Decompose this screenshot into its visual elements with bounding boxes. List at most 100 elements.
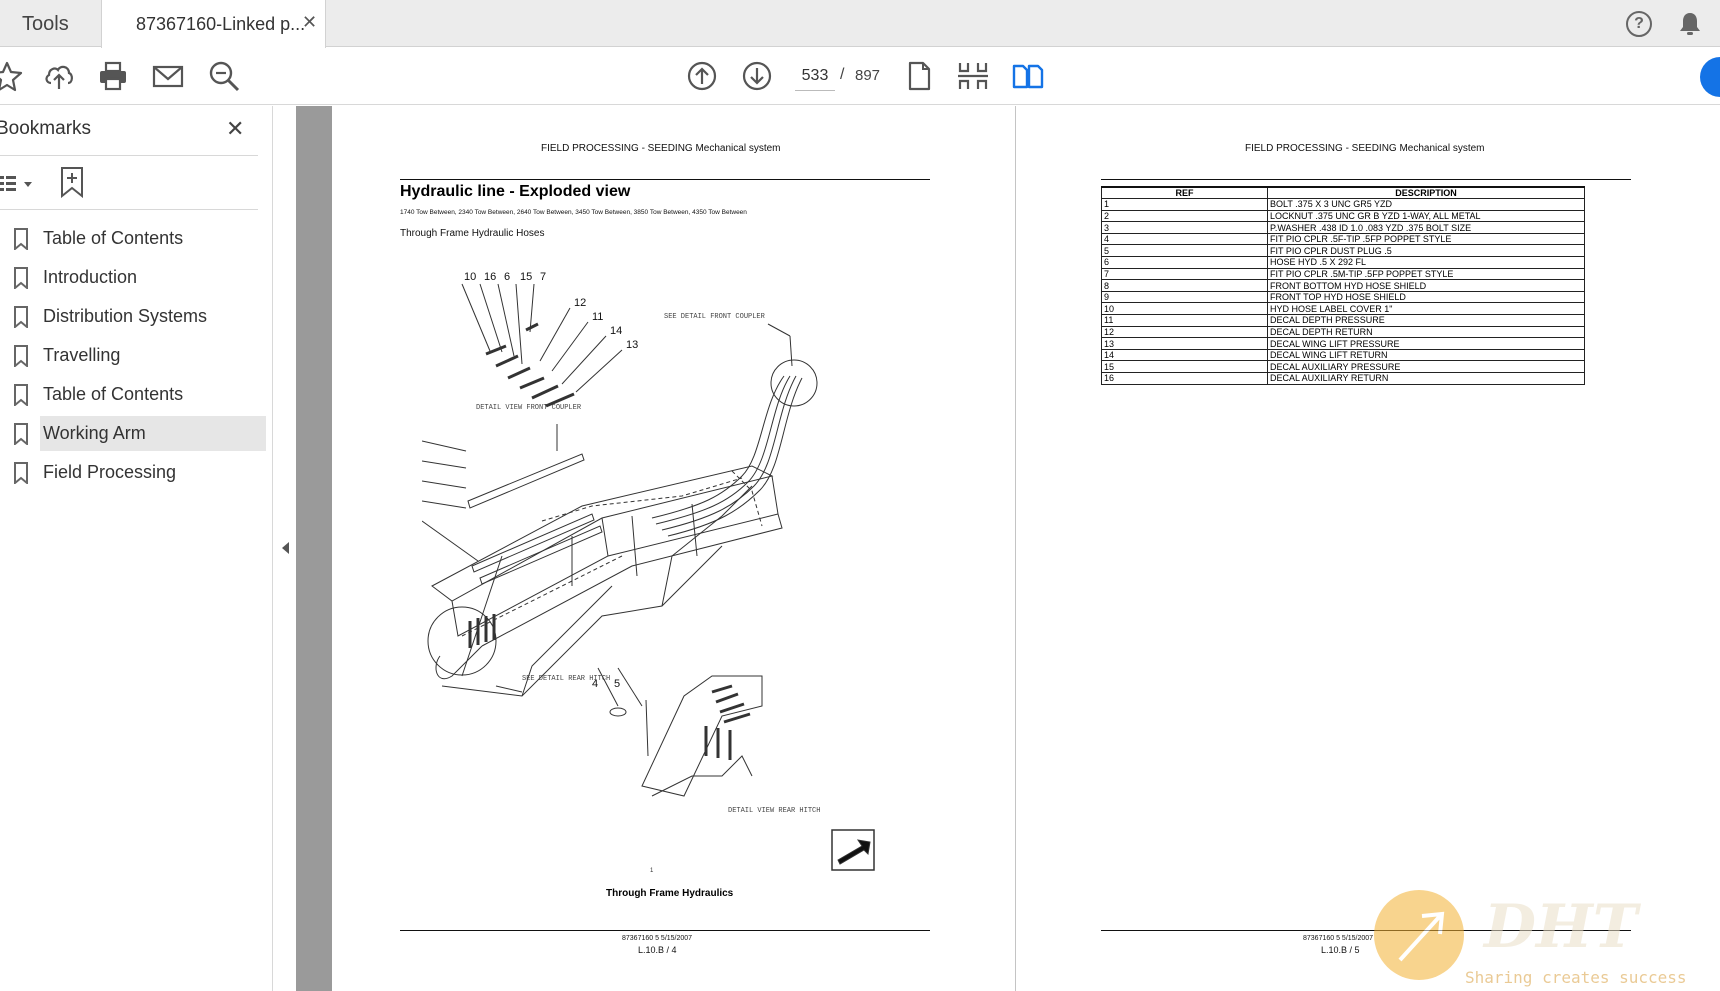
page-up-icon[interactable] (685, 59, 719, 93)
footer-page: L.10.B / 4 (638, 945, 677, 955)
description-cell: DECAL WING LIFT PRESSURE (1267, 337, 1585, 350)
description-cell: FIT PIO CPLR DUST PLUG .5 (1267, 244, 1585, 258)
close-panel-icon[interactable]: ✕ (226, 116, 245, 141)
bookmark-item[interactable]: Distribution Systems (0, 299, 266, 338)
description-cell: DECAL AUXILIARY RETURN (1267, 372, 1585, 385)
callout-label: 12 (574, 297, 586, 309)
ref-cell: 16 (1101, 372, 1268, 385)
panel-collapse-strip[interactable] (274, 106, 296, 991)
description-cell: DECAL AUXILIARY PRESSURE (1267, 360, 1585, 373)
description-cell: DECAL DEPTH RETURN (1267, 325, 1585, 339)
ref-cell: 13 (1101, 337, 1268, 350)
ref-cell: 10 (1101, 302, 1268, 316)
bookmark-icon (14, 462, 28, 484)
callout-label: 10 (464, 271, 476, 283)
exploded-view-drawing: 10 16 6 15 7 12 11 14 13 1 3 9 8 2 4 5 S… (422, 271, 875, 874)
description-cell: DECAL DEPTH PRESSURE (1267, 314, 1585, 327)
page-title: Hydraulic line - Exploded view (400, 183, 631, 200)
page-total: 897 (855, 67, 881, 84)
bookmark-item[interactable]: Travelling (0, 338, 266, 377)
table-header-row: REF DESCRIPTION (1101, 186, 1585, 200)
bookmark-icon (14, 267, 28, 289)
bookmark-item[interactable]: Table of Contents (0, 377, 266, 416)
column-header-ref: REF (1101, 186, 1268, 200)
fit-page-icon[interactable] (956, 59, 990, 93)
description-cell: P.WASHER .438 ID 1.0 .083 YZD .375 BOLT … (1267, 221, 1585, 234)
bookmark-item[interactable]: Table of Contents (0, 221, 266, 260)
two-page-icon[interactable] (1011, 59, 1045, 93)
document-viewer[interactable]: FIELD PROCESSING - SEEDING Mechanical sy… (274, 106, 1720, 991)
print-icon[interactable] (96, 59, 130, 93)
bookmark-highlight (40, 416, 266, 451)
options-menu-icon[interactable] (0, 168, 38, 198)
arrow-icon (1398, 911, 1445, 962)
bookmark-icon (14, 423, 28, 445)
tab-tools[interactable]: Tools (22, 13, 69, 35)
header-rule (1101, 179, 1631, 180)
ref-cell: 1 (1101, 198, 1268, 211)
bookmark-icon (14, 345, 28, 367)
bookmark-star-icon[interactable] (0, 59, 24, 93)
column-header-description: DESCRIPTION (1267, 186, 1585, 200)
ref-cell: 12 (1101, 325, 1268, 339)
upload-cloud-icon[interactable] (42, 59, 76, 93)
bookmark-item[interactable]: Field Processing (0, 455, 266, 494)
watermark-brand: DHT (1484, 892, 1638, 962)
ref-cell: 8 (1101, 279, 1268, 292)
callout-label: 5 (614, 678, 620, 690)
zoom-search-icon[interactable] (207, 59, 241, 93)
figure-id: 1 (650, 868, 654, 874)
page-number-input[interactable] (795, 61, 835, 91)
single-page-icon[interactable] (902, 59, 936, 93)
figure-caption: Through Frame Hydraulics (606, 888, 734, 899)
ref-cell: 11 (1101, 314, 1268, 327)
description-cell: FIT PIO CPLR .5M-TIP .5FP POPPET STYLE (1267, 267, 1585, 281)
bookmarks-title: Bookmarks (0, 118, 92, 139)
bookmark-icon (14, 306, 28, 328)
bookmark-label: Working Arm (43, 423, 146, 443)
callout-label: 6 (504, 271, 510, 283)
callout-label: 4 (592, 678, 598, 690)
callout-label: 15 (520, 271, 532, 283)
callout-label: 13 (626, 339, 638, 351)
page-header: FIELD PROCESSING - SEEDING Mechanical sy… (541, 143, 781, 154)
callout-label: 14 (610, 325, 622, 337)
tab-document[interactable]: 87367160-Linked p... ✕ (101, 0, 326, 48)
bookmark-label: Table of Contents (43, 384, 184, 404)
mail-icon[interactable] (151, 59, 185, 93)
viewer-margin (296, 106, 332, 991)
account-avatar[interactable] (1700, 57, 1720, 97)
page-down-icon[interactable] (740, 59, 774, 93)
bell-icon[interactable] (1676, 10, 1704, 38)
toolbar: / 897 (0, 48, 1720, 105)
bookmark-list: Table of Contents Introduction Distribut… (0, 221, 266, 494)
bookmark-item[interactable]: Introduction (0, 260, 266, 299)
callout-label: 16 (484, 271, 496, 283)
page-header: FIELD PROCESSING - SEEDING Mechanical sy… (1245, 143, 1485, 154)
tab-document-label: 87367160-Linked p... (136, 14, 306, 34)
bookmarks-panel: Bookmarks ✕ Table of Contents Introducti… (0, 106, 273, 991)
description-cell: FIT PIO CPLR .5F-TIP .5FP POPPET STYLE (1267, 232, 1585, 246)
add-bookmark-icon[interactable] (58, 166, 86, 198)
bookmark-label: Distribution Systems (43, 306, 208, 326)
section-heading: Through Frame Hydraulic Hoses (400, 228, 545, 239)
ref-cell: 9 (1101, 290, 1268, 304)
collapse-arrow-icon[interactable] (282, 542, 289, 554)
footer-doc: 87367160 5 5/15/2007 (1303, 935, 1374, 942)
close-tab-icon[interactable]: ✕ (302, 12, 318, 32)
bookmark-label: Travelling (43, 345, 121, 365)
drawing-note: SEE DETAIL FRONT COUPLER (664, 313, 766, 321)
bookmark-item-active[interactable]: Working Arm (0, 416, 266, 455)
ref-cell: 7 (1101, 267, 1268, 281)
divider (0, 209, 258, 210)
drawing-note: DETAIL VIEW FRONT COUPLER (476, 404, 582, 412)
help-icon[interactable]: ? (1626, 11, 1652, 37)
